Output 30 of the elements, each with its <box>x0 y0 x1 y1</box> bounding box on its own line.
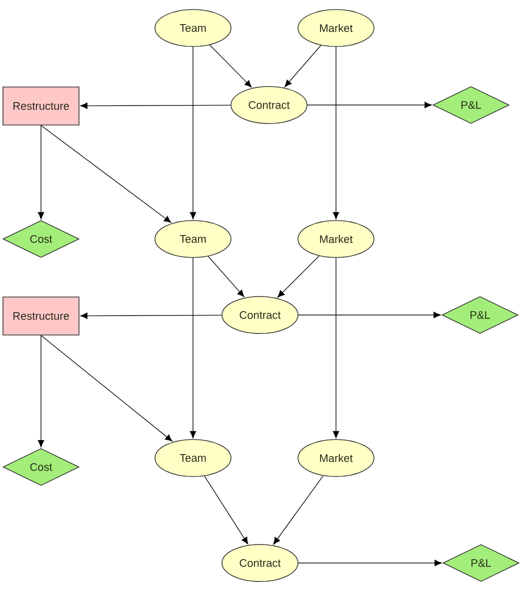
arrow <box>80 102 231 109</box>
arrow <box>273 475 324 545</box>
arrow <box>204 476 248 544</box>
process-box: Restructure <box>2 296 80 336</box>
oval-node: Team <box>154 220 232 258</box>
oval-node: Contract <box>230 86 308 124</box>
arrow <box>298 560 442 566</box>
oval-node: Contract <box>222 296 298 334</box>
oval-node: Team <box>154 439 232 477</box>
oval-node: Market <box>298 439 374 477</box>
arrow <box>332 46 340 220</box>
oval-node: Team <box>154 9 232 47</box>
arrow <box>190 258 196 438</box>
arrow <box>40 125 172 223</box>
arrow <box>38 125 44 220</box>
oval-node: Market <box>298 9 374 47</box>
arrow <box>307 102 432 108</box>
arrow <box>298 312 441 318</box>
arrow <box>190 46 196 220</box>
arrow <box>208 256 244 298</box>
process-box: Restructure <box>2 86 80 126</box>
arrow <box>284 45 322 88</box>
oval-node: Contract <box>222 544 298 582</box>
arrow <box>38 335 44 448</box>
arrow <box>277 256 320 298</box>
arrow <box>80 312 222 319</box>
arrow <box>209 44 252 88</box>
arrow <box>332 258 340 438</box>
arrow <box>40 335 172 442</box>
oval-node: Market <box>298 220 374 258</box>
